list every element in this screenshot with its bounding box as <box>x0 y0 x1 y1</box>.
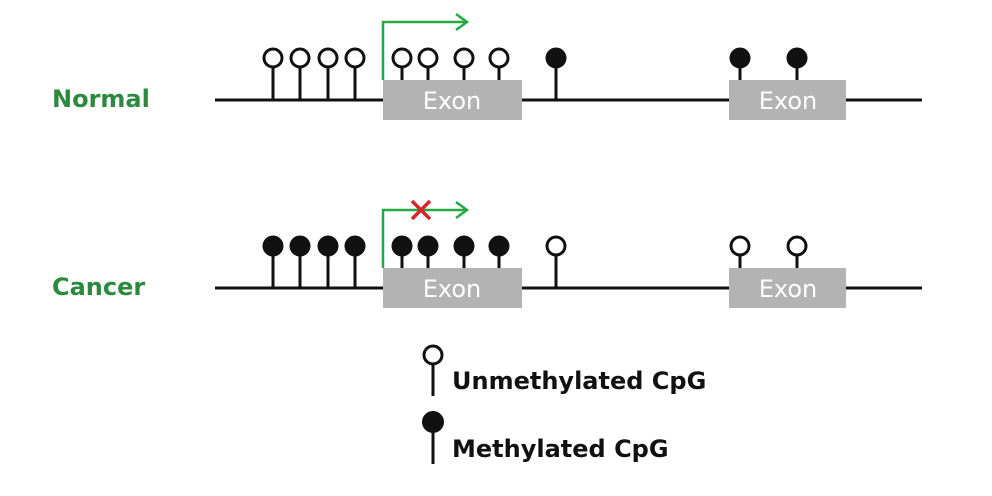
cpg-site <box>488 47 510 80</box>
cpg-site <box>729 235 751 268</box>
row-label-cancer: Cancer <box>52 273 145 301</box>
exon-label: Exon <box>423 87 482 115</box>
cpg-site <box>488 235 510 268</box>
row-cancer: Cancer Exon <box>52 199 922 308</box>
cpg-site <box>417 235 439 268</box>
cpg-site <box>453 235 475 268</box>
transcription-arrow-normal <box>381 12 470 80</box>
exon2-sites-normal <box>729 47 808 80</box>
cpg-site <box>344 235 366 288</box>
cpg-site <box>453 47 475 80</box>
exon-label: Exon <box>759 87 818 115</box>
exon-label: Exon <box>759 275 818 303</box>
legend-unmethylated: Unmethylated CpG <box>422 344 706 396</box>
cpg-site <box>786 235 808 268</box>
cpg-site <box>729 47 751 80</box>
cpg-site <box>391 235 413 268</box>
intron-site-normal <box>545 47 567 100</box>
promoter-sites-normal <box>262 47 366 100</box>
legend-unmethylated-label: Unmethylated CpG <box>452 367 706 395</box>
legend: Unmethylated CpG Methylated CpG <box>422 344 706 464</box>
exon1-sites-normal <box>391 47 510 80</box>
promoter-sites-cancer <box>262 235 366 288</box>
exon-2-cancer: Exon <box>729 268 846 308</box>
cpg-site <box>344 47 366 100</box>
cpg-site <box>391 47 413 80</box>
cpg-site <box>417 47 439 80</box>
transcription-arrow-cancer <box>381 200 470 268</box>
unmethylated-cpg-icon <box>422 344 444 396</box>
cpg-site <box>262 47 284 100</box>
row-label-normal: Normal <box>52 85 150 113</box>
intron-site-cancer <box>545 235 567 288</box>
legend-methylated: Methylated CpG <box>422 411 669 464</box>
cpg-site <box>786 47 808 80</box>
cpg-site <box>289 47 311 100</box>
cpg-site <box>317 47 339 100</box>
exon-1-cancer: Exon <box>383 268 522 308</box>
methylated-cpg-icon <box>422 411 444 464</box>
cpg-site <box>317 235 339 288</box>
cpg-site <box>289 235 311 288</box>
legend-methylated-label: Methylated CpG <box>452 435 669 463</box>
exon2-sites-cancer <box>729 235 808 268</box>
exon1-sites-cancer <box>391 235 510 268</box>
exon-2-normal: Exon <box>729 80 846 120</box>
exon-label: Exon <box>423 275 482 303</box>
blocked-x-icon <box>410 199 432 221</box>
cpg-site <box>262 235 284 288</box>
row-normal: Normal Exon Exon <box>52 12 922 120</box>
exon-1-normal: Exon <box>383 80 522 120</box>
